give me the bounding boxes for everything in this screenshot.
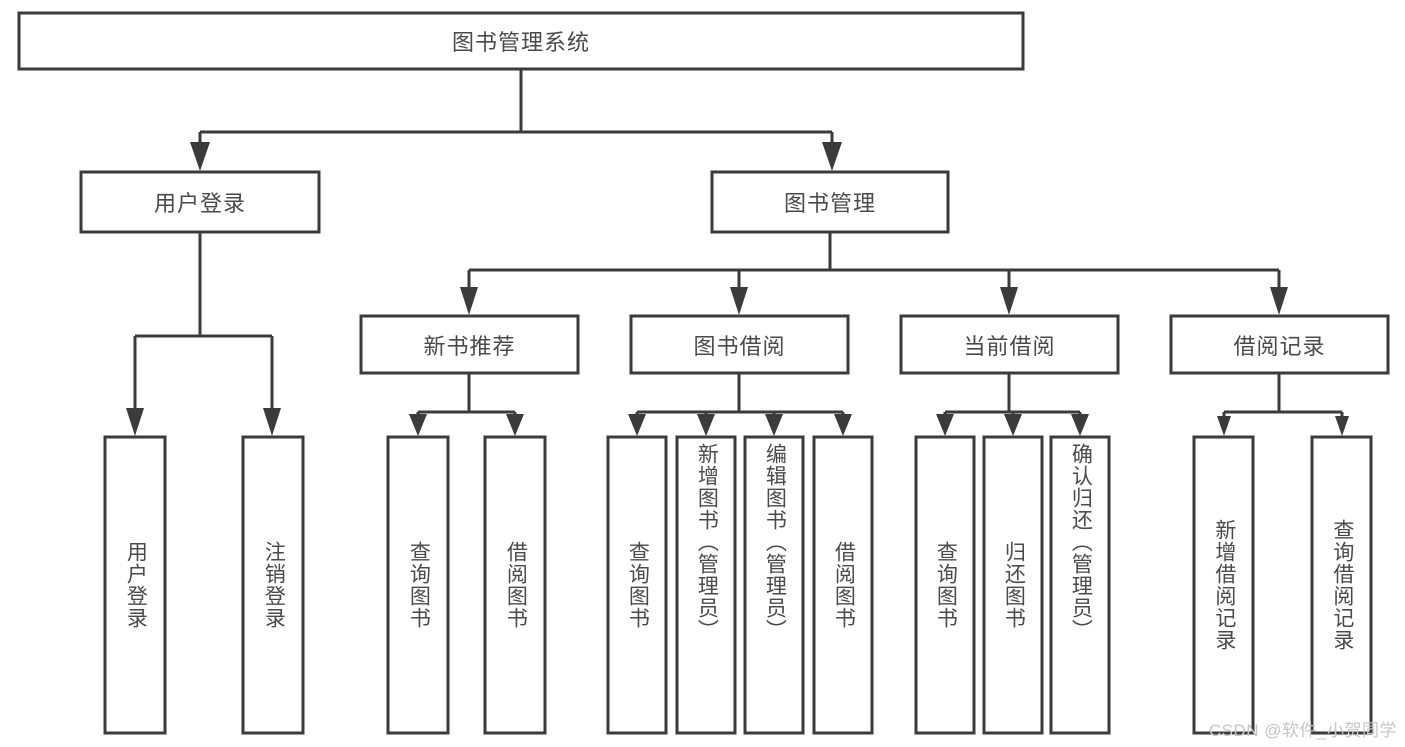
node-leaf-box-4[interactable] xyxy=(606,435,668,735)
node-level2-box-3[interactable] xyxy=(1169,314,1390,375)
connector-group-borrowbook-to-leaves xyxy=(628,373,852,436)
node-leaf-box-12[interactable] xyxy=(1310,435,1373,735)
node-level2-box-0[interactable] xyxy=(359,314,580,375)
arrow-head-newbook xyxy=(460,287,478,315)
arrow-head-borrowbook xyxy=(730,287,748,315)
arrow-head-leaf-logout xyxy=(263,408,281,436)
node-leaf-box-10[interactable] xyxy=(1049,435,1111,735)
connector-group-root-to-level1 xyxy=(190,69,842,171)
node-level2-box-1[interactable] xyxy=(629,314,850,375)
arrow-head-br-leaf-2 xyxy=(1335,416,1349,436)
node-leaf-box-2[interactable] xyxy=(386,435,450,735)
arrow-head-bb-leaf-4 xyxy=(834,414,852,436)
node-leaf-box-11[interactable] xyxy=(1192,435,1255,735)
arrow-head-bb-leaf-1 xyxy=(628,414,646,436)
connector-group-borrowrecord-to-leaves xyxy=(1217,373,1349,436)
connector-group-newbook-to-leaves xyxy=(409,373,524,436)
node-leaf-box-7[interactable] xyxy=(812,435,874,735)
arrow-head-br-leaf-1 xyxy=(1217,416,1231,436)
arrow-head-cb-leaf-1 xyxy=(936,414,954,436)
node-level1-box-1[interactable] xyxy=(710,170,950,234)
arrow-head-leaf-userlogin xyxy=(126,408,144,436)
arrow-head-borrowrecord xyxy=(1270,287,1288,315)
arrow-head-bb-leaf-3 xyxy=(765,414,783,436)
node-leaf-box-0[interactable] xyxy=(103,435,167,735)
arrow-head-bookmgmt xyxy=(822,142,842,171)
arrow-head-cb-leaf-3 xyxy=(1071,414,1089,436)
node-leaf-box-6[interactable] xyxy=(743,435,805,735)
node-leaf-box-1[interactable] xyxy=(241,435,305,735)
csdn-watermark: CSDN @软件_小贺同学 xyxy=(1208,721,1397,740)
node-leaf-box-9[interactable] xyxy=(982,435,1044,735)
node-level2-box-2[interactable] xyxy=(899,314,1120,375)
node-leaf-box-5[interactable] xyxy=(675,435,737,735)
node-leaf-box-8[interactable] xyxy=(914,435,976,735)
node-level1-box-0[interactable] xyxy=(79,170,321,234)
arrow-head-nb-leaf-1 xyxy=(409,414,427,436)
arrow-head-currentborrow xyxy=(1000,287,1018,315)
arrow-head-cb-leaf-2 xyxy=(1004,414,1022,436)
arrow-head-nb-leaf-2 xyxy=(506,414,524,436)
node-root-box[interactable] xyxy=(17,11,1025,71)
connector-group-bookmgmt-to-level2 xyxy=(460,232,1288,315)
node-leaf-box-3[interactable] xyxy=(483,435,547,735)
arrow-head-userlogin xyxy=(190,142,210,171)
connector-group-currentborrow-to-leaves xyxy=(936,373,1089,436)
arrow-head-bb-leaf-2 xyxy=(697,414,715,436)
connector-group-userlogin-to-leaves xyxy=(126,232,281,436)
